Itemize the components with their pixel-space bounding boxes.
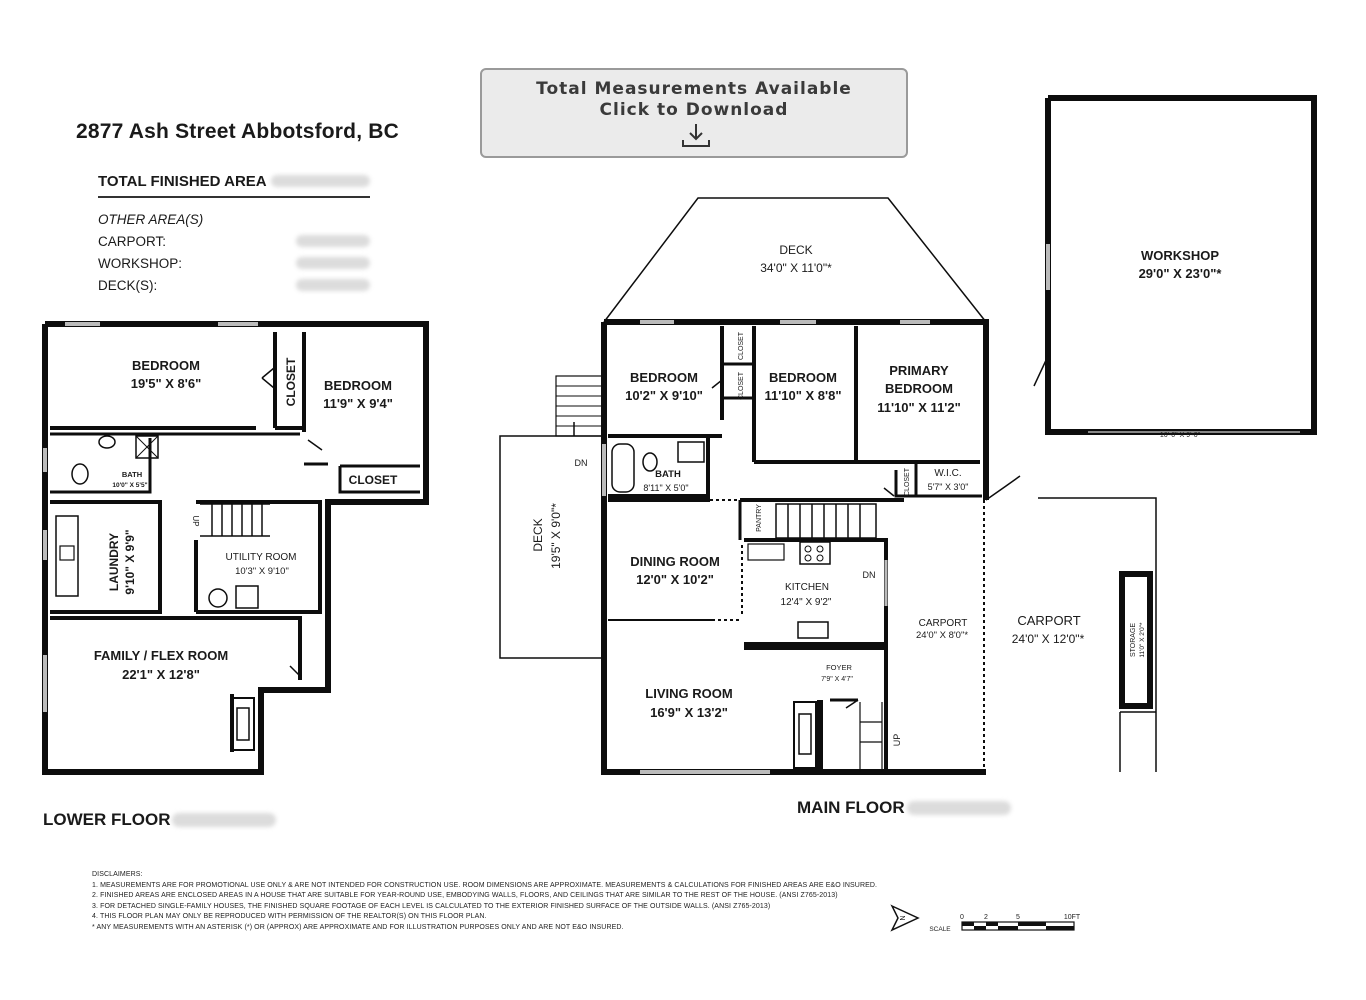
main-dining-name: DINING ROOM <box>630 554 720 569</box>
main-primary-dim: 11'10" X 11'2" <box>877 400 961 415</box>
workshop-area-row: WORKSHOP: <box>98 252 370 274</box>
lower-bedroom1-name: BEDROOM <box>132 358 200 373</box>
disclaimers: DISCLAIMERS: 1. MEASUREMENTS ARE FOR PRO… <box>92 870 892 934</box>
lower-bedroom1-dim: 19'5" X 8'6" <box>131 376 202 391</box>
main-closet1: CLOSET <box>738 331 745 360</box>
main-deck-stairs-dn: DN <box>575 458 588 468</box>
main-floor-walls <box>499 197 1157 775</box>
main-closet2: CLOSET <box>738 371 745 400</box>
workshop-walls <box>1033 95 1317 435</box>
redacted-value <box>906 801 1011 815</box>
lower-floor-walls <box>42 321 429 775</box>
total-finished-area-label: TOTAL FINISHED AREA <box>98 172 267 190</box>
main-storage-name: STORAGE <box>1130 623 1137 657</box>
main-bedroom1-name: BEDROOM <box>630 370 698 385</box>
main-living-name: LIVING ROOM <box>645 686 732 701</box>
other-areas-label: OTHER AREA(S) <box>98 211 204 227</box>
lower-closet-vertical: CLOSET <box>284 357 298 406</box>
main-kitchen-name: KITCHEN <box>785 582 829 593</box>
lower-closet-horizontal: CLOSET <box>349 473 398 487</box>
main-entry-up: UP <box>892 734 902 747</box>
main-dining-dim: 12'0" X 10'2" <box>636 572 714 587</box>
deck-area-label: DECK(S): <box>98 277 158 293</box>
scale-tick-0: 0 <box>960 914 964 921</box>
disclaimer-5: * ANY MEASUREMENTS WITH AN ASTERISK (*) … <box>92 923 624 931</box>
main-carport1-name: CARPORT <box>919 618 968 629</box>
main-foyer-name: FOYER <box>826 663 852 672</box>
property-address: 2877 Ash Street Abbotsford, BC <box>76 120 399 143</box>
lower-bedroom2-name: BEDROOM <box>324 378 392 393</box>
disclaimer-heading: DISCLAIMERS: <box>92 871 143 878</box>
lower-bedroom2-dim: 11'9" X 9'4" <box>323 396 393 411</box>
carport-area-row: CARPORT: <box>98 230 370 252</box>
main-wic-dim: 5'7" X 3'0" <box>928 482 969 492</box>
lower-family-name: FAMILY / FLEX ROOM <box>94 648 228 663</box>
main-pantry: PANTRY <box>756 504 763 532</box>
main-wic-name: W.I.C. <box>934 468 961 479</box>
main-bedroom2-dim: 11'10" X 8'8" <box>764 388 841 403</box>
main-deck-side-name: DECK <box>531 518 545 551</box>
download-measurements-button[interactable]: Total Measurements Available Click to Do… <box>480 68 908 158</box>
lower-laundry-dim: 9'10" X 9'9" <box>123 529 137 594</box>
workshop-dim: 29'0" X 23'0"* <box>1139 266 1223 281</box>
main-living-dim: 16'9" X 13'2" <box>650 705 728 720</box>
area-summary: TOTAL FINISHED AREA OTHER AREA(S) CARPOR… <box>98 170 370 296</box>
main-floor-title: MAIN FLOOR <box>797 798 905 817</box>
disclaimer-1: 1. MEASUREMENTS ARE FOR PROMOTIONAL USE … <box>92 881 878 889</box>
disclaimer-3: 3. FOR DETACHED SINGLE-FAMILY HOUSES, TH… <box>92 902 771 910</box>
workshop-name: WORKSHOP <box>1141 248 1219 263</box>
redacted-value <box>296 257 370 269</box>
lower-floor-title: LOWER FLOOR <box>43 810 171 829</box>
main-bath-name: BATH <box>655 469 681 480</box>
deck-area-row: DECK(S): <box>98 274 370 296</box>
download-line1: Total Measurements Available <box>536 79 852 99</box>
total-finished-area-row: TOTAL FINISHED AREA <box>98 170 370 198</box>
lower-floor-label: LOWER FLOOR <box>43 810 277 830</box>
main-storage-dim: 11'0" X 2'0"* <box>1139 622 1146 658</box>
lower-family-dim: 22'1" X 12'8" <box>122 667 200 682</box>
download-arrow-icon <box>682 124 710 147</box>
scale-tick-3: 10FT <box>1064 914 1081 921</box>
lower-bath-name: BATH <box>122 470 142 479</box>
svg-text:N: N <box>898 915 905 920</box>
scale-bar: 0 2 5 10FT SCALE <box>929 914 1081 933</box>
redacted-value <box>296 235 370 247</box>
north-arrow-icon: N <box>890 904 920 932</box>
workshop-door-note: 16'-0" X 9'-0" <box>1160 432 1201 439</box>
download-line2: Click to Download <box>599 100 789 120</box>
main-bedroom1-dim: 10'2" X 9'10" <box>625 388 703 403</box>
main-closet3: CLOSET <box>904 467 911 496</box>
main-primary-name1: PRIMARY <box>889 363 949 378</box>
main-kitchen-dim: 12'4" X 9'2" <box>781 597 832 608</box>
scale-tick-1: 2 <box>984 914 988 921</box>
disclaimer-4: 4. THIS FLOOR PLAN MAY ONLY BE REPRODUCE… <box>92 913 487 921</box>
redacted-value <box>270 175 370 187</box>
main-deck-top-dim: 34'0" X 11'0"* <box>760 261 832 275</box>
main-deck-side-dim: 19'5" X 9'0"* <box>549 503 563 569</box>
main-deck-top-name: DECK <box>779 243 812 257</box>
main-carport1-dim: 24'0" X 8'0"* <box>916 630 968 641</box>
main-bath-dim: 8'11" X 5'0" <box>643 483 688 493</box>
main-kitchen-stairs-dn: DN <box>863 570 876 580</box>
lower-laundry-name: LAUNDRY <box>107 533 121 591</box>
lower-bath-dim: 10'0" X 5'5" <box>112 482 147 489</box>
main-carport2-dim: 24'0" X 12'0"* <box>1012 632 1085 646</box>
workshop-area-label: WORKSHOP: <box>98 255 183 271</box>
main-floor-label: MAIN FLOOR <box>797 798 1011 818</box>
lower-utility-name: UTILITY ROOM <box>226 552 297 563</box>
scale-tick-2: 5 <box>1016 914 1020 921</box>
main-bedroom2-name: BEDROOM <box>769 370 837 385</box>
main-foyer-dim: 7'9" X 4'7" <box>821 676 853 683</box>
main-carport2-name: CARPORT <box>1017 613 1080 628</box>
carport-area-label: CARPORT: <box>98 233 167 249</box>
lower-utility-dim: 10'3" X 9'10" <box>235 566 289 577</box>
lower-stairs-up: UP <box>191 515 200 526</box>
scale-label: SCALE <box>929 926 951 933</box>
disclaimer-2: 2. FINISHED AREAS ARE ENCLOSED AREAS IN … <box>92 892 838 900</box>
redacted-value <box>172 813 277 827</box>
main-primary-name2: BEDROOM <box>885 381 953 396</box>
redacted-value <box>296 279 370 291</box>
